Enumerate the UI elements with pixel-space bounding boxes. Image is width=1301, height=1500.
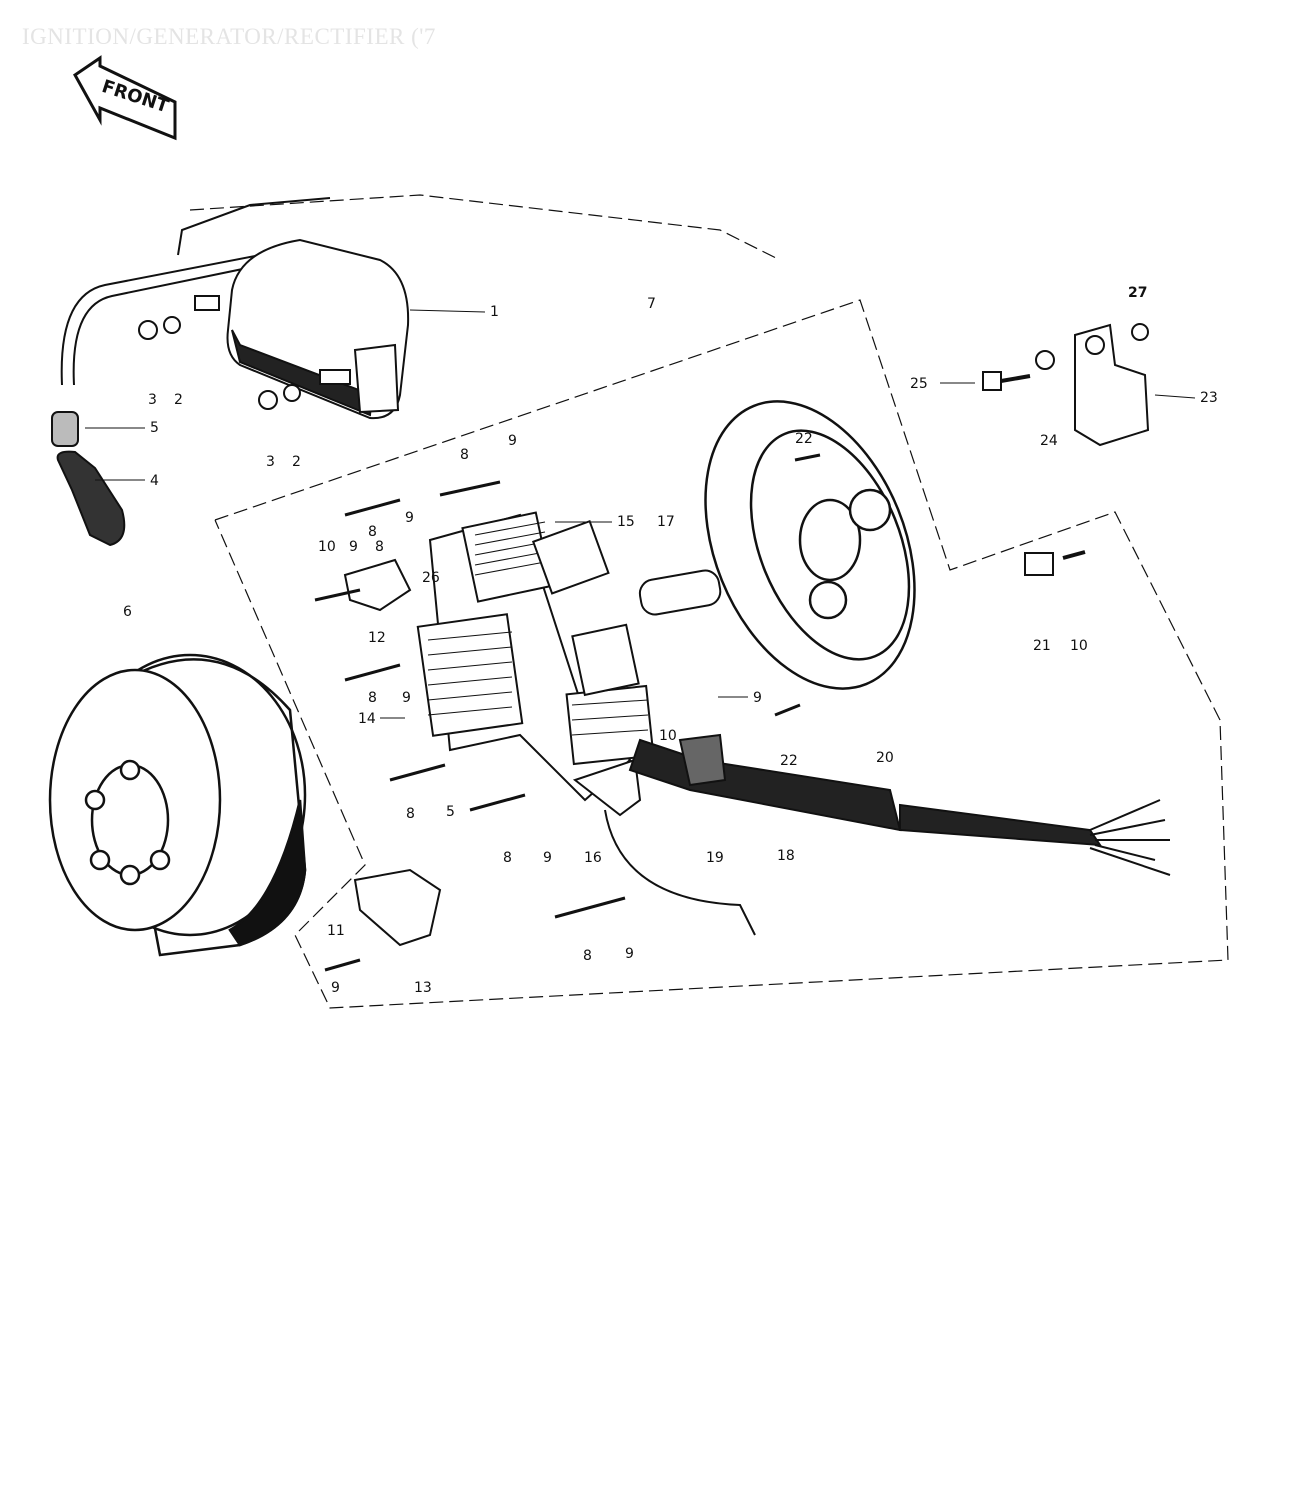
ignition-coil bbox=[194, 238, 410, 420]
callout-22a: 22 bbox=[780, 753, 798, 769]
callout-5b: 5 bbox=[446, 804, 455, 820]
callout-1: 1 bbox=[490, 304, 499, 320]
rectifier-bracket bbox=[982, 323, 1150, 576]
callout-27: 27 bbox=[1128, 285, 1147, 301]
callout-9g: 9 bbox=[625, 946, 634, 962]
callout-15: 15 bbox=[617, 514, 635, 530]
callout-9d: 9 bbox=[402, 690, 411, 706]
callout-14: 14 bbox=[358, 711, 376, 727]
callout-10b: 10 bbox=[659, 728, 677, 744]
callout-10c: 10 bbox=[1070, 638, 1088, 654]
callout-10a: 10 bbox=[318, 539, 336, 555]
assembly-outline bbox=[189, 194, 1229, 1009]
stator-coils bbox=[416, 511, 655, 817]
callout-7: 7 bbox=[647, 296, 656, 312]
callout-18: 18 bbox=[777, 848, 795, 864]
callout-9b: 9 bbox=[405, 510, 414, 526]
page-title: IGNITION/GENERATOR/RECTIFIER ('7 bbox=[22, 24, 436, 49]
flywheel-rotor bbox=[48, 653, 307, 957]
condenser-breaker bbox=[343, 558, 722, 947]
callout-8d: 8 bbox=[368, 690, 377, 706]
callout-8c: 8 bbox=[375, 539, 384, 555]
callout-17: 17 bbox=[657, 514, 675, 530]
callout-6: 6 bbox=[123, 604, 132, 620]
callout-21: 21 bbox=[1033, 638, 1051, 654]
callout-9a: 9 bbox=[508, 433, 517, 449]
callout-8g: 8 bbox=[583, 948, 592, 964]
callout-9h: 9 bbox=[331, 980, 340, 996]
stator-base-plate bbox=[704, 400, 916, 690]
callout-24: 24 bbox=[1040, 433, 1058, 449]
callout-5: 5 bbox=[150, 420, 159, 436]
callout-26: 26 bbox=[422, 570, 440, 586]
callout-8f: 8 bbox=[503, 850, 512, 866]
callout-12: 12 bbox=[368, 630, 386, 646]
callout-13: 13 bbox=[414, 980, 432, 996]
callout-8e: 8 bbox=[406, 806, 415, 822]
callout-16: 16 bbox=[584, 850, 602, 866]
callout-9e: 9 bbox=[753, 690, 762, 706]
callout-8b: 8 bbox=[368, 524, 377, 540]
spark-plug-cap bbox=[51, 197, 331, 547]
callout-11: 11 bbox=[327, 923, 345, 939]
callout-22b: 22 bbox=[795, 431, 813, 447]
nuts-washers bbox=[138, 316, 301, 410]
callout-9f: 9 bbox=[543, 850, 552, 866]
callout-2a: 2 bbox=[174, 392, 183, 408]
callout-9c: 9 bbox=[349, 539, 358, 555]
callout-labels: 1 2 3 2 3 5 4 6 7 8 9 8 9 10 9 8 26 12 1… bbox=[123, 285, 1218, 996]
callout-3a: 3 bbox=[148, 392, 157, 408]
callout-2b: 2 bbox=[292, 454, 301, 470]
callout-19: 19 bbox=[706, 850, 724, 866]
front-arrow-icon: FRONT bbox=[73, 55, 177, 141]
bolts bbox=[314, 453, 821, 972]
leader-lines bbox=[85, 309, 1196, 719]
callout-20: 20 bbox=[876, 750, 894, 766]
callout-4: 4 bbox=[150, 473, 159, 489]
wiring-harness bbox=[604, 733, 1171, 936]
callout-25: 25 bbox=[910, 376, 928, 392]
callout-8a: 8 bbox=[460, 447, 469, 463]
callout-23: 23 bbox=[1200, 390, 1218, 406]
callout-3b: 3 bbox=[266, 454, 275, 470]
